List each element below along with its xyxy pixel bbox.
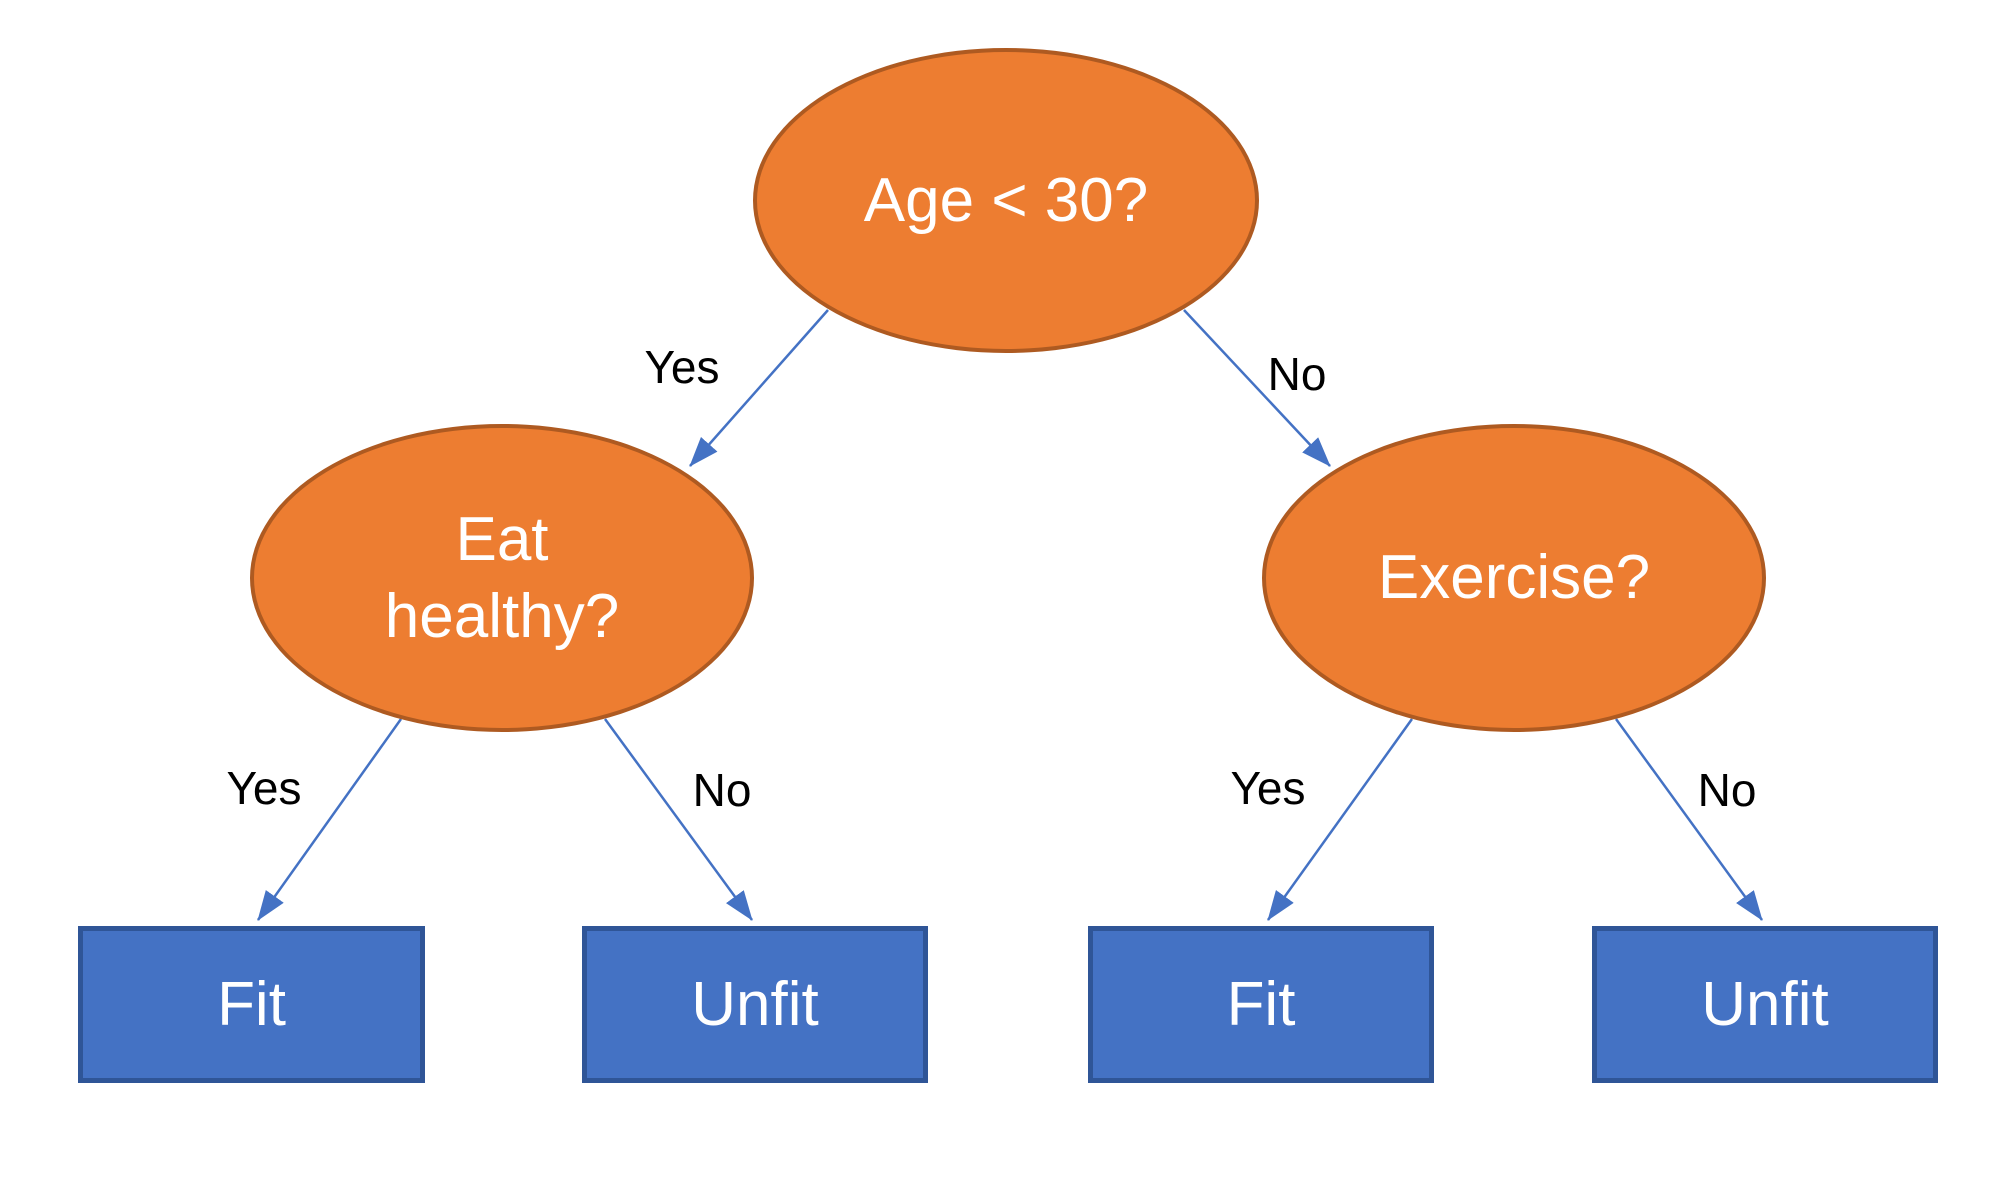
node-fit-left-label: Fit	[217, 970, 286, 1039]
arrow-exercise-to-fit	[1266, 718, 1414, 921]
node-fit-right: Fit	[1088, 926, 1434, 1083]
node-unfit-left-label: Unfit	[691, 970, 819, 1039]
node-exercise-question: Exercise?	[1262, 424, 1766, 732]
node-unfit-right: Unfit	[1592, 926, 1938, 1083]
edge-label-root-no: No	[1267, 348, 1327, 400]
edge-label-exercise-yes: Yes	[1230, 762, 1306, 814]
arrow-exercise-to-unfit	[1614, 718, 1764, 921]
edge-label-eat-healthy-no: No	[692, 764, 752, 816]
node-eat-healthy-question: Eat healthy?	[250, 424, 754, 732]
node-eat-healthy-question-label: Eat healthy?	[384, 504, 620, 652]
node-unfit-right-label: Unfit	[1701, 970, 1829, 1039]
edge-label-root-yes: Yes	[644, 341, 720, 393]
arrow-eat-healthy-to-fit	[256, 718, 403, 921]
node-age-question-label: Age < 30?	[863, 165, 1149, 235]
node-exercise-question-label: Exercise?	[1377, 543, 1651, 613]
node-unfit-left: Unfit	[582, 926, 928, 1083]
node-fit-right-label: Fit	[1226, 970, 1296, 1039]
edge-label-eat-healthy-yes: Yes	[226, 762, 302, 814]
node-fit-left: Fit	[78, 926, 425, 1083]
node-age-question: Age < 30?	[753, 48, 1259, 353]
arrow-eat-healthy-to-unfit	[603, 718, 754, 921]
edge-label-exercise-no: No	[1697, 764, 1757, 816]
